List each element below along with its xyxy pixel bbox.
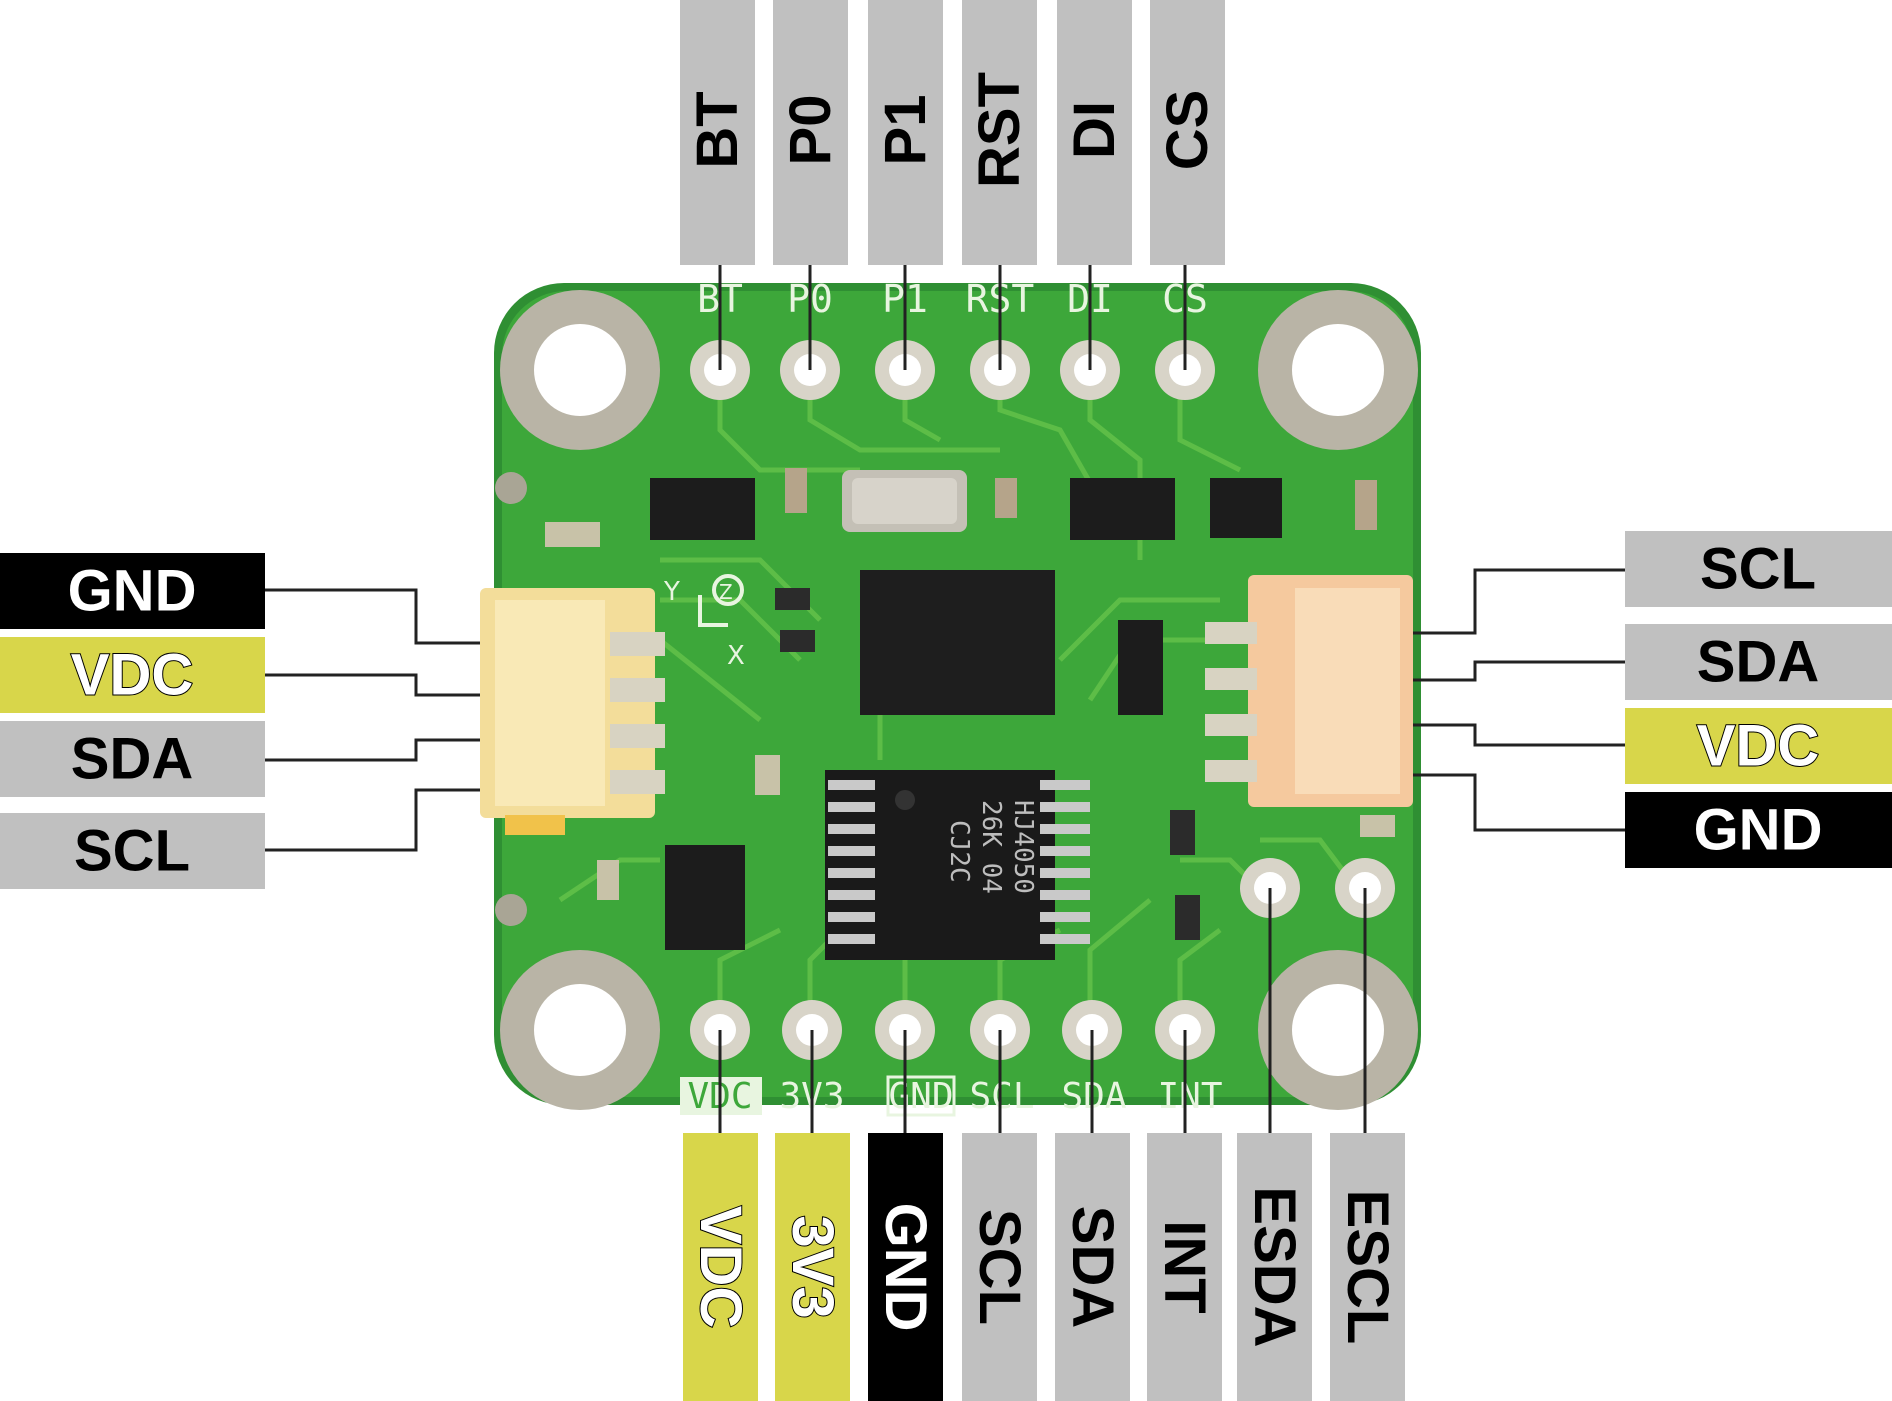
pin-label-box xyxy=(962,0,1037,265)
small-vias xyxy=(495,472,527,926)
pin-label-box xyxy=(680,0,755,265)
pin-label-right-gnd: GND xyxy=(1625,792,1892,868)
silk-bottom-scl: SCL xyxy=(969,1076,1034,1117)
pin-label-text: SDA xyxy=(1060,1206,1125,1328)
mounting-hole-top-left xyxy=(500,290,660,450)
mounting-hole-bottom-left xyxy=(500,950,660,1110)
pin-label-bottom-scl: SCL xyxy=(962,1133,1037,1401)
pin-label-text: SDA xyxy=(71,727,193,792)
pin-label-text: GND xyxy=(68,559,197,624)
main-ic: HJ4050 26K 04 CJ2C xyxy=(825,770,1090,960)
pin-label-left-sda: SDA xyxy=(0,721,265,797)
pin-label-top-bt: BT xyxy=(680,0,755,265)
silk-bottom-sda: SDA xyxy=(1061,1076,1126,1117)
pin-label-box xyxy=(1625,792,1892,868)
pin-label-top-p0: P0 xyxy=(773,0,848,265)
axis-label-x: X xyxy=(727,641,745,671)
pin-label-box xyxy=(1237,1133,1312,1401)
crystal xyxy=(842,470,967,532)
pin-label-bottom-vdc: VDC xyxy=(683,1133,758,1401)
pin-label-box xyxy=(773,0,848,265)
pin-label-text: SDA xyxy=(1697,630,1819,695)
pin-label-box xyxy=(1625,624,1892,700)
pin-label-box xyxy=(1625,708,1892,784)
pin-label-right-vdc: VDC xyxy=(1625,708,1892,784)
pin-label-text: P1 xyxy=(873,95,938,166)
chip-marking-line-1: HJ4050 xyxy=(1008,800,1038,894)
pin-label-right-sda: SDA xyxy=(1625,624,1892,700)
pin-label-text: VDC xyxy=(1697,714,1819,779)
pin-label-text: BT xyxy=(685,91,750,168)
pin-label-text: VDC xyxy=(688,1206,753,1328)
pin-label-bottom-3v3: 3V3 xyxy=(775,1133,850,1401)
pin-label-text: P0 xyxy=(778,95,843,166)
pin-label-box xyxy=(1055,1133,1130,1401)
pin-label-text: SCL xyxy=(967,1209,1032,1325)
chip-marking-line-2: 26K 04 xyxy=(976,800,1006,894)
pin-label-top-rst: RST xyxy=(962,0,1037,265)
pin-label-box xyxy=(0,813,265,889)
pin-label-box xyxy=(1057,0,1132,265)
pin-label-box xyxy=(0,721,265,797)
axis-label-z: Z xyxy=(719,580,733,604)
right-connector xyxy=(1205,575,1413,807)
pin-label-right-scl: SCL xyxy=(1625,531,1892,607)
pin-label-bottom-escl: ESCL xyxy=(1330,1133,1405,1401)
pin-label-text: DI xyxy=(1062,101,1127,159)
pin-label-bottom-esda: ESDA xyxy=(1237,1133,1312,1401)
pin-label-box xyxy=(0,553,265,629)
pin-label-box xyxy=(1330,1133,1405,1401)
mounting-hole-bottom-right xyxy=(1258,950,1418,1110)
pin-label-text: ESCL xyxy=(1335,1190,1400,1345)
pin-label-box xyxy=(1625,531,1892,607)
pin-label-top-p1: P1 xyxy=(868,0,943,265)
pin-label-box xyxy=(1147,1133,1222,1401)
leader-lines xyxy=(265,265,1625,1133)
pin-label-box xyxy=(868,1133,943,1401)
pin-label-text: GND xyxy=(1694,798,1823,863)
pin-label-text: VDC xyxy=(71,643,193,708)
pin-label-bottom-int: INT xyxy=(1147,1133,1222,1401)
pin-label-text: SCL xyxy=(74,819,190,884)
pin-label-left-gnd: GND xyxy=(0,553,265,629)
pin-label-top-di: DI xyxy=(1057,0,1132,265)
silk-bottom-int: INT xyxy=(1157,1076,1222,1117)
sensor-board: HJ4050 26K 04 CJ2C xyxy=(480,277,1421,1117)
chip-marking-line-3: CJ2C xyxy=(944,820,974,883)
pin-label-text: SCL xyxy=(1700,537,1816,602)
pin-label-box xyxy=(868,0,943,265)
pin-label-text: INT xyxy=(1152,1220,1217,1313)
pin-label-text: CS xyxy=(1155,90,1220,171)
axis-indicator: Y Z X xyxy=(663,574,745,671)
small-ics xyxy=(650,478,1282,950)
pin-label-bottom-sda: SDA xyxy=(1055,1133,1130,1401)
pin-label-box xyxy=(775,1133,850,1401)
pin-label-bottom-gnd: GND xyxy=(868,1133,943,1401)
pin-label-top-cs: CS xyxy=(1150,0,1225,265)
passives xyxy=(545,468,1395,940)
left-connector xyxy=(480,588,665,835)
mounting-hole-top-right xyxy=(1258,290,1418,450)
imu-chip xyxy=(860,570,1055,715)
pin-label-left-scl: SCL xyxy=(0,813,265,889)
pin-label-box xyxy=(0,637,265,713)
pin-label-left-vdc: VDC xyxy=(0,637,265,713)
pin-label-text: 3V3 xyxy=(780,1215,845,1318)
axis-label-y: Y xyxy=(663,577,680,607)
silk-bottom-gnd: GND xyxy=(888,1076,953,1117)
pin-label-text: GND xyxy=(873,1203,938,1332)
pin-label-box xyxy=(962,1133,1037,1401)
pin-label-box xyxy=(683,1133,758,1401)
pin-label-box xyxy=(1150,0,1225,265)
pin-label-text: ESDA xyxy=(1242,1186,1307,1347)
pin-label-text: RST xyxy=(967,72,1032,188)
